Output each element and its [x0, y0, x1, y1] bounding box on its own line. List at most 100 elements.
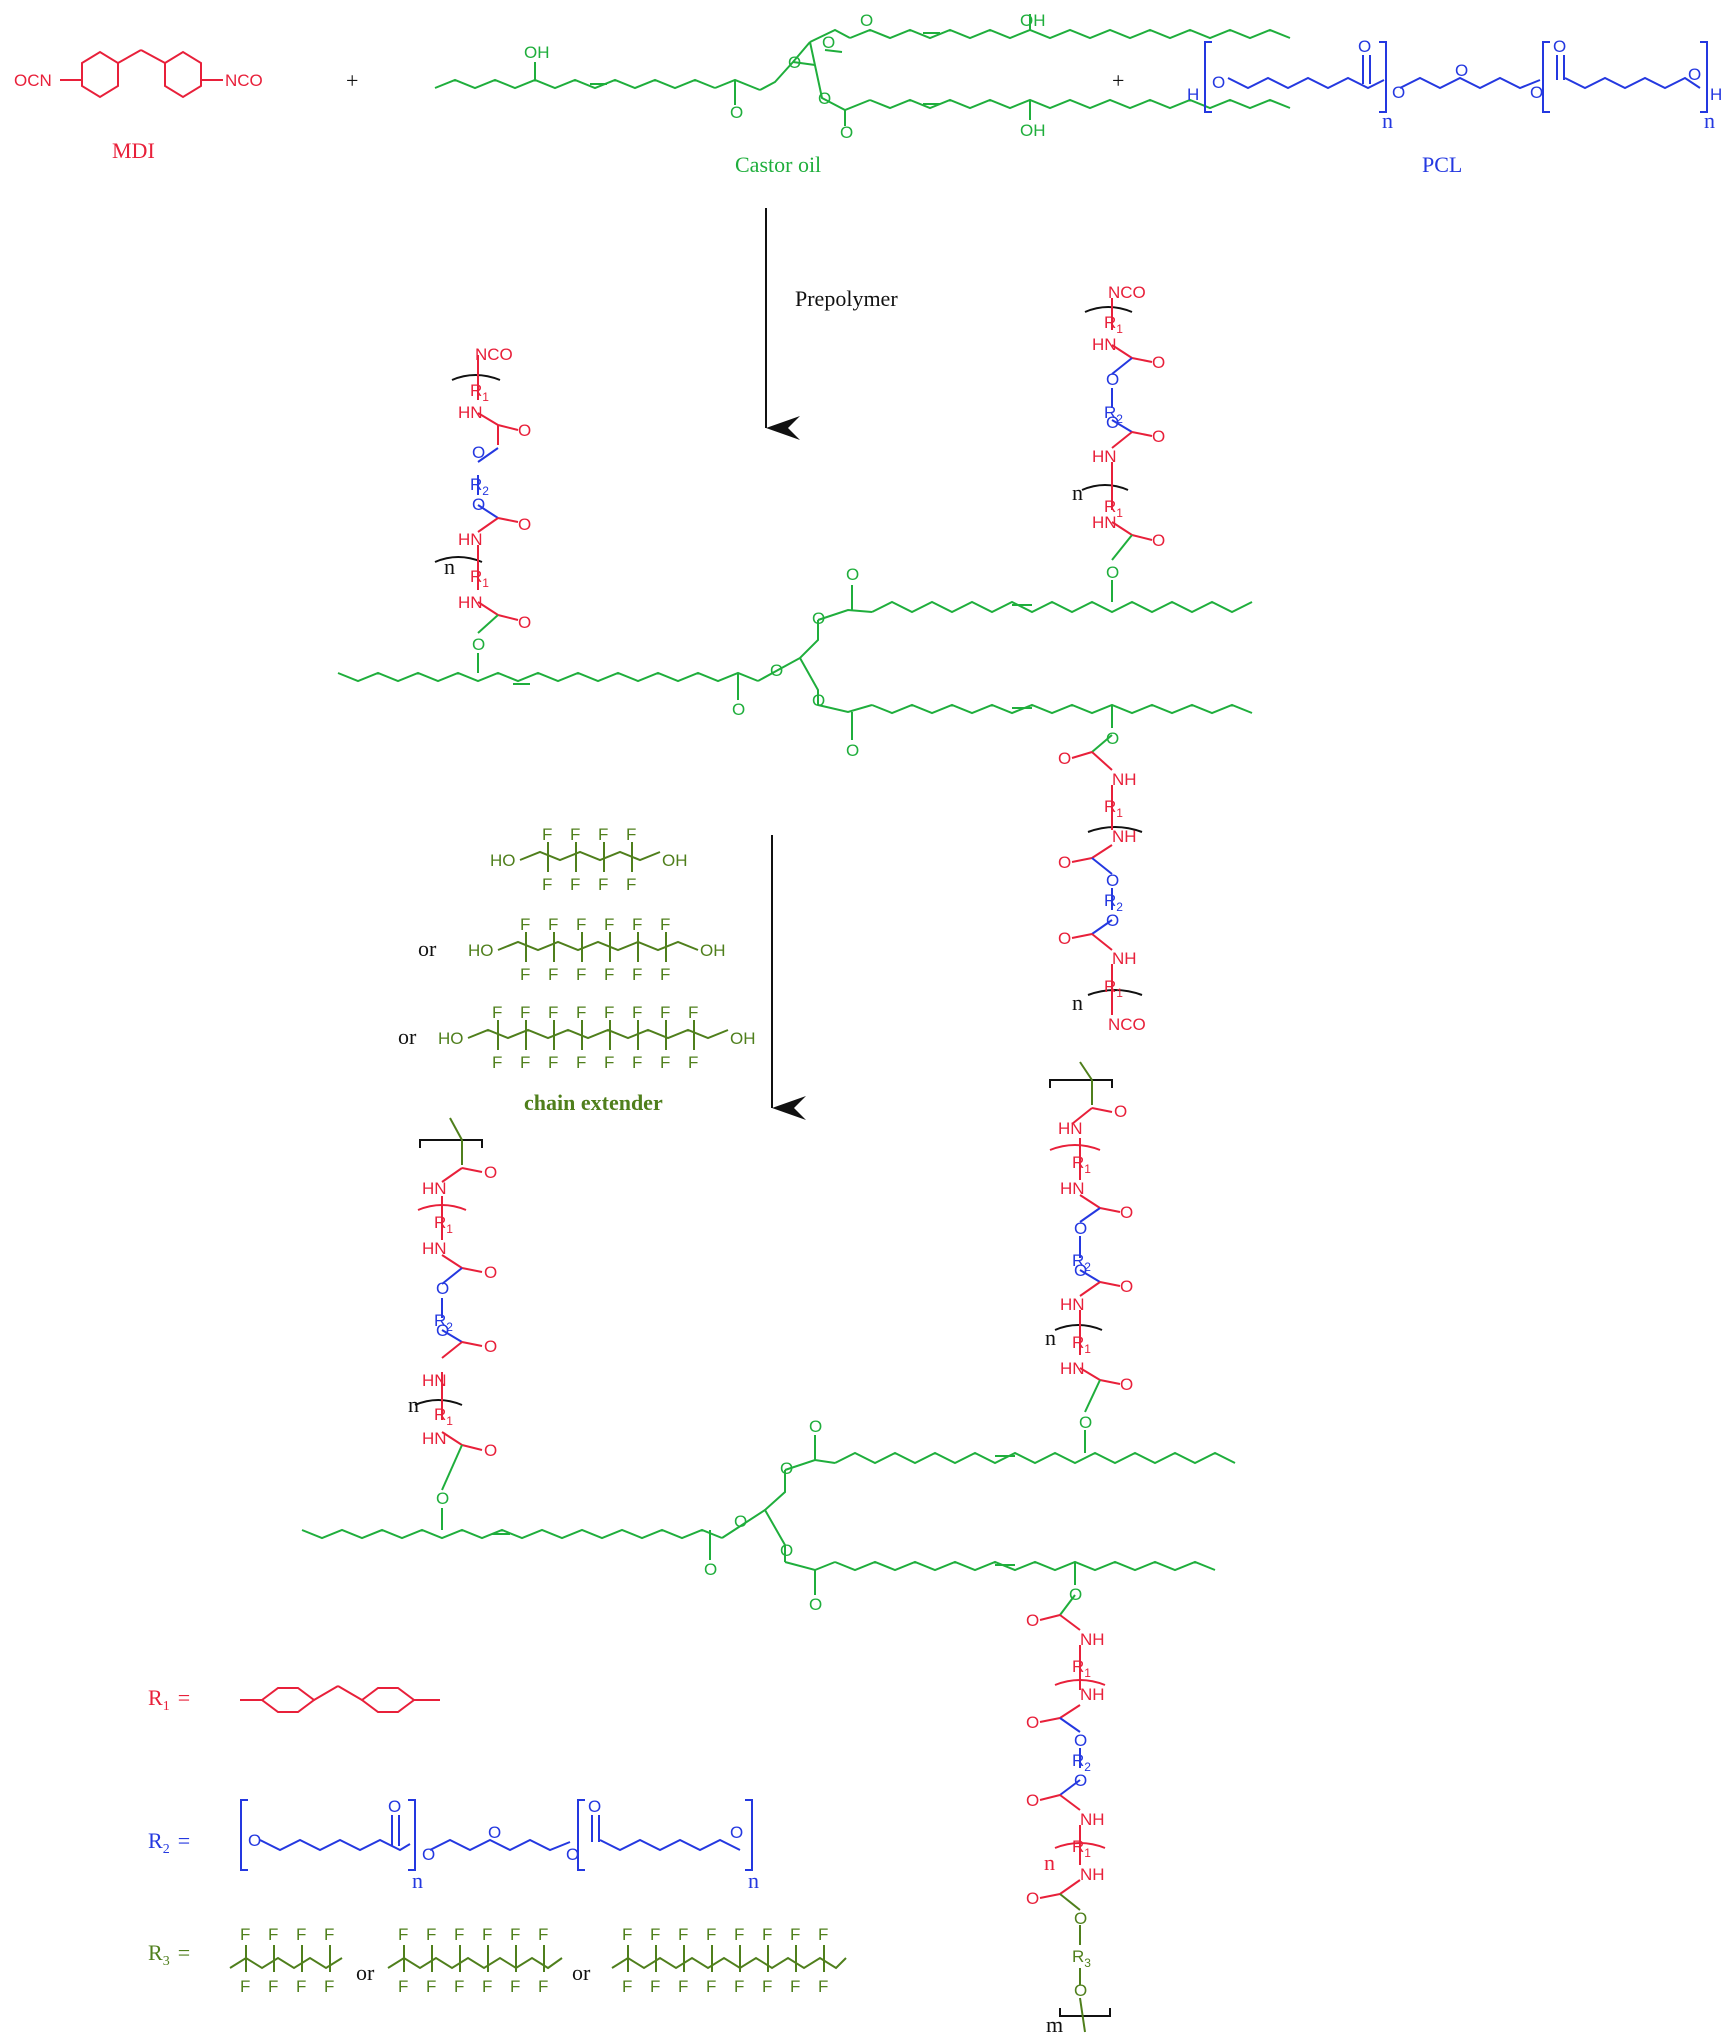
ce2-f-5: F	[632, 915, 642, 934]
pcl-o-3: O	[1392, 83, 1405, 102]
pre-bb-o-1: O	[732, 700, 745, 719]
prod-rt-o-3: O	[1074, 1219, 1087, 1238]
pre-bb-o-4: O	[846, 565, 859, 584]
prod-rb-o-2: O	[1026, 1713, 1039, 1732]
plus-1: +	[346, 68, 358, 93]
ce2-f-12: F	[660, 965, 670, 984]
leg-r3b-f-4: F	[482, 1925, 492, 1944]
legend-r3-label: R3=	[148, 1940, 190, 1969]
leg-r3a-f-3: F	[296, 1925, 306, 1944]
pre-bb-o-3: O	[812, 609, 825, 628]
pre-rb-nco: NCO	[1108, 1015, 1146, 1034]
prod-rb-o-8: O	[1074, 1981, 1087, 2000]
pre-rt-o-3: O	[1106, 413, 1119, 432]
pre-bb-o-6: O	[846, 741, 859, 760]
pcl-o-6: O	[1553, 37, 1566, 56]
pre-l-o-1: O	[518, 421, 531, 440]
prod-l-o-4: O	[436, 1321, 449, 1340]
prod-l-hn-3: HN	[422, 1371, 447, 1390]
leg-r3a-f-4: F	[324, 1925, 334, 1944]
prod-l-o-2: O	[484, 1263, 497, 1282]
ce3-f-3: F	[548, 1003, 558, 1022]
pre-rb-o-4: O	[1106, 911, 1119, 930]
ce1-f-1: F	[542, 825, 552, 844]
leg-r3b-f-5: F	[510, 1925, 520, 1944]
prod-rt-o-2: O	[1120, 1203, 1133, 1222]
leg-r3c-f-14: F	[762, 1977, 772, 1996]
legend-or-a: or	[356, 1960, 375, 1985]
pcl-h-1: H	[1187, 85, 1199, 104]
legend-r1-label: R1=	[148, 1685, 190, 1714]
prod-rb-nh-4: NH	[1080, 1865, 1105, 1884]
leg-r3a-f-6: F	[268, 1977, 278, 1996]
pre-bb-o-7: O	[472, 635, 485, 654]
pre-rt-hn-2: HN	[1092, 447, 1117, 466]
mdi-nco: NCO	[225, 71, 263, 90]
prod-l-o-1: O	[484, 1163, 497, 1182]
prepolymer-right-bottom-arm	[1071, 734, 1143, 1015]
ce2-ho: HO	[468, 941, 494, 960]
prod-rt-r1-a: R1	[1072, 1153, 1091, 1176]
pcl-o-5: O	[1530, 83, 1543, 102]
leg-r2-o-4: O	[488, 1823, 501, 1842]
ce1-f-6: F	[570, 875, 580, 894]
leg-r2-o-5: O	[566, 1845, 579, 1864]
leg-r3b-f-6: F	[538, 1925, 548, 1944]
ce1-ho: HO	[490, 851, 516, 870]
leg-r3b-f-1: F	[398, 1925, 408, 1944]
prod-l-r2: R2	[434, 1311, 453, 1334]
pre-l-nco: NCO	[475, 345, 513, 364]
ce3-oh: OH	[730, 1029, 756, 1048]
prod-rb-o-1: O	[1026, 1611, 1039, 1630]
leg-r3a-f-2: F	[268, 1925, 278, 1944]
prod-l-hn-4: HN	[422, 1429, 447, 1448]
leg-r3a-f-8: F	[324, 1977, 334, 1996]
pre-rb-n: n	[1072, 990, 1083, 1015]
prod-bb-o-1: O	[704, 1560, 717, 1579]
pcl-o-7: O	[1688, 65, 1701, 84]
pre-bb-o-8: O	[1106, 563, 1119, 582]
chain-extender-3	[467, 1020, 729, 1050]
pre-rb-nh-2: NH	[1112, 827, 1137, 846]
legend-r3-structure-c	[611, 1945, 847, 1972]
pre-rt-o-1: O	[1152, 353, 1165, 372]
ce3-f-15: F	[660, 1053, 670, 1072]
prod-rt-hn-2: HN	[1060, 1179, 1085, 1198]
ce3-f-1: F	[492, 1003, 502, 1022]
prod-rt-r1-b: R1	[1072, 1333, 1091, 1356]
legend-r1-structure	[240, 1685, 440, 1713]
pre-rb-o-5: O	[1058, 929, 1071, 948]
ce1-f-2: F	[570, 825, 580, 844]
leg-r3c-f-3: F	[678, 1925, 688, 1944]
ce2-f-4: F	[604, 915, 614, 934]
prod-rt-hn-3: HN	[1060, 1295, 1085, 1314]
castor-oh-1: OH	[524, 43, 550, 62]
legend-r3-structure-b	[387, 1945, 563, 1972]
prod-rb-r2: R2	[1072, 1751, 1091, 1774]
ce2-f-11: F	[632, 965, 642, 984]
pre-l-hn-3: HN	[458, 593, 483, 612]
leg-r3c-f-7: F	[790, 1925, 800, 1944]
ce3-ho: HO	[438, 1029, 464, 1048]
leg-r2-o-3: O	[422, 1845, 435, 1864]
leg-r3b-f-2: F	[426, 1925, 436, 1944]
ce3-f-7: F	[660, 1003, 670, 1022]
prepolymer-backbone	[337, 580, 1253, 740]
leg-r3c-f-6: F	[762, 1925, 772, 1944]
ce3-f-5: F	[604, 1003, 614, 1022]
pre-rb-r1-b: R1	[1104, 977, 1123, 1000]
prod-rb-o-4: O	[1074, 1771, 1087, 1790]
pcl-o-4: O	[1455, 61, 1468, 80]
ce2-f-3: F	[576, 915, 586, 934]
ce2-f-8: F	[548, 965, 558, 984]
ce1-f-7: F	[598, 875, 608, 894]
ce1-f-4: F	[626, 825, 636, 844]
prod-bb-o-6: O	[809, 1595, 822, 1614]
legend-r3-structure-a	[229, 1945, 343, 1972]
prod-l-hn-2: HN	[422, 1239, 447, 1258]
prod-rb-o-5: O	[1026, 1791, 1039, 1810]
castor-o-1: O	[730, 103, 743, 122]
pcl-n-2: n	[1704, 108, 1715, 133]
leg-r3b-f-7: F	[398, 1977, 408, 1996]
pcl-n-1: n	[1382, 108, 1393, 133]
